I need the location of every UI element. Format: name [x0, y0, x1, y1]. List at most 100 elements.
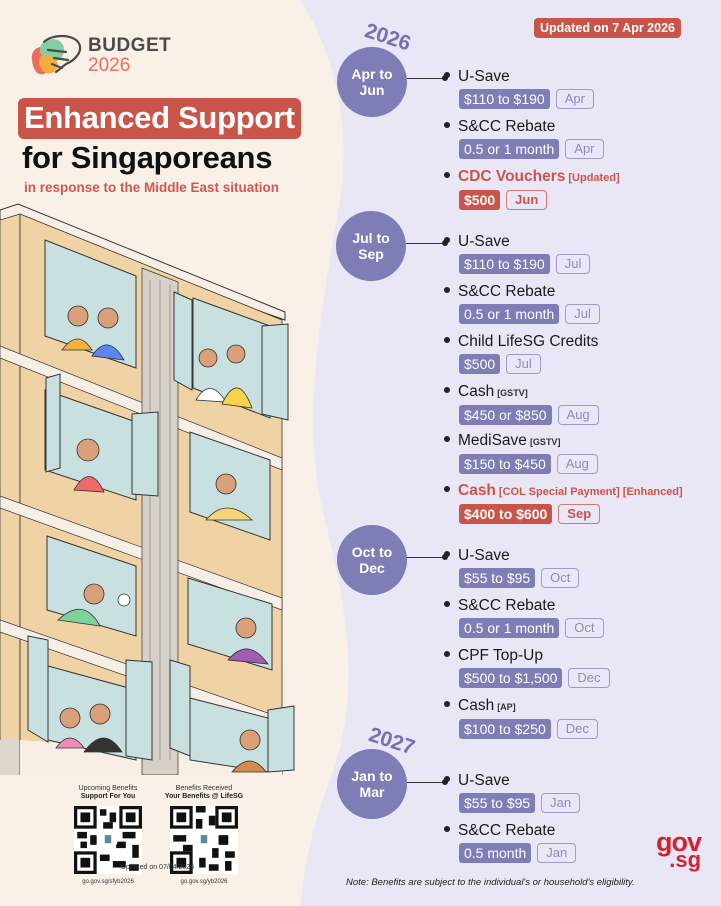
quarter-label: Jun	[359, 82, 385, 98]
benefit-tag: [GSTV]	[497, 388, 528, 398]
bullet-icon	[444, 551, 450, 557]
benefit-amount: 0.5 month	[459, 843, 532, 863]
timeline-connector	[407, 554, 448, 560]
benefit-amount: $110 to $190	[459, 254, 550, 274]
benefit-month: Oct	[565, 618, 604, 638]
qr-code-icon[interactable]	[170, 806, 238, 874]
benefit-name: Child LifeSG Credits	[458, 333, 599, 350]
benefit-title: CPF Top-Up	[444, 647, 610, 665]
benefit-name: U-Save	[458, 547, 510, 564]
bullet-icon	[444, 776, 450, 782]
updated-badge: Updated on 7 Apr 2026	[534, 18, 681, 38]
benefit-month: Apr	[565, 139, 604, 159]
qr-code-icon[interactable]	[74, 806, 142, 874]
benefit-amount: $500	[459, 354, 501, 374]
title-line2: for Singaporeans	[22, 140, 273, 175]
benefit-amount: $150 to $450	[459, 454, 551, 474]
benefit-name: S&CC Rebate	[458, 283, 556, 300]
benefit-month: Jul	[565, 304, 600, 324]
benefit-name: Cash	[458, 697, 495, 714]
benefit-name: U-Save	[458, 772, 510, 789]
bullet-icon	[444, 122, 450, 128]
benefit-month: Jul	[506, 354, 541, 374]
quarter-label: Jan to	[351, 768, 393, 784]
benefit-title: Cash[GSTV]	[444, 383, 599, 402]
benefit-name: U-Save	[458, 68, 510, 85]
benefit-title: S&CC Rebate	[444, 118, 604, 136]
govsg-logo-line2: .sg	[669, 847, 702, 872]
benefit-month: Dec	[556, 719, 598, 739]
qr-url[interactable]: go.gov.sg/sfyb2026	[82, 879, 134, 885]
benefit-amount: $400 to $600	[459, 504, 553, 524]
benefit-name: S&CC Rebate	[458, 118, 556, 135]
bullet-icon	[444, 826, 450, 832]
benefit-month: Jan	[541, 793, 581, 813]
benefit-amount: $110 to $190	[459, 89, 550, 109]
budget-handshake-logo	[31, 34, 82, 75]
benefit-title: MediSave[GSTV]	[444, 432, 598, 451]
bullet-icon	[444, 387, 450, 393]
benefit-amount: 0.5 or 1 month	[459, 618, 560, 638]
benefit-amount: $100 to $250	[459, 719, 551, 739]
benefit-month: Jan	[537, 843, 577, 863]
quarter-label: Oct to	[351, 544, 393, 560]
benefit-amount: $55 to $95	[459, 568, 536, 588]
qr-caption-bold: Support For You	[80, 793, 136, 800]
benefit-month: Oct	[541, 568, 580, 588]
benefit-title: S&CC Rebate	[444, 597, 604, 615]
benefit-name: Cash	[458, 383, 495, 400]
benefit-name: S&CC Rebate	[458, 822, 556, 839]
qr-benefits-received[interactable]: Benefits Received Your Benefits @ LifeSG…	[153, 785, 255, 885]
benefit-name: S&CC Rebate	[458, 597, 556, 614]
subtitle: in response to the Middle East situation	[24, 180, 280, 195]
benefit-title: Child LifeSG Credits	[444, 333, 598, 351]
bullet-icon	[444, 237, 450, 243]
qr-url[interactable]: go.gov.sg/yb2026	[180, 879, 228, 885]
title-line1: Enhanced Support	[18, 98, 301, 139]
benefit-month: Jun	[506, 190, 548, 210]
bullet-icon	[444, 72, 450, 78]
timeline-connector	[407, 779, 448, 785]
qr-caption: Upcoming Benefits	[78, 785, 138, 792]
benefit-amount: $450 or $850	[459, 405, 552, 425]
timeline-connector	[407, 75, 448, 81]
benefit-title: U-Save	[444, 547, 579, 565]
benefit-amount: $55 to $95	[459, 793, 536, 813]
benefit-tag: [Updated]	[568, 172, 620, 184]
quarter-label: Jul to	[352, 230, 390, 246]
benefit-tag: [AP]	[497, 702, 516, 712]
bullet-icon	[444, 701, 450, 707]
benefit-amount: $500	[459, 190, 501, 210]
eligibility-note: Note: Benefits are subject to the indivi…	[346, 877, 635, 888]
hdb-building-illustration	[0, 203, 295, 775]
qr-upcoming-benefits[interactable]: Upcoming Benefits Support For You go.gov…	[60, 785, 156, 885]
quarter-label: Mar	[359, 784, 385, 800]
benefit-title: U-Save	[444, 68, 594, 86]
logo-year: 2026	[88, 55, 131, 76]
bullet-icon	[444, 337, 450, 343]
qr-updated-date: Updated on 07/04/2026	[120, 864, 195, 871]
benefit-name: Cash	[458, 482, 496, 499]
bullet-icon	[444, 601, 450, 607]
benefit-amount: 0.5 or 1 month	[459, 139, 560, 159]
benefit-month: Apr	[555, 89, 594, 109]
benefit-amount: $500 to $1,500	[459, 668, 563, 688]
benefit-title: U-Save	[444, 772, 580, 790]
qr-caption-bold: Your Benefits @ LifeSG	[164, 793, 244, 800]
